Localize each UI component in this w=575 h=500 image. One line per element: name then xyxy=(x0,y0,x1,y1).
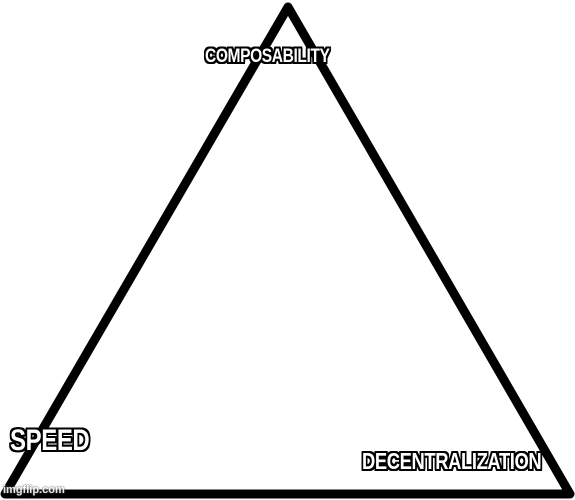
vertex-label-top: COMPOSABILITY xyxy=(205,46,330,67)
vertex-label-left: SPEED xyxy=(10,424,90,457)
imgflip-watermark: imgflip.com xyxy=(3,484,65,496)
vertex-label-right: DECENTRALIZATION xyxy=(362,448,542,474)
